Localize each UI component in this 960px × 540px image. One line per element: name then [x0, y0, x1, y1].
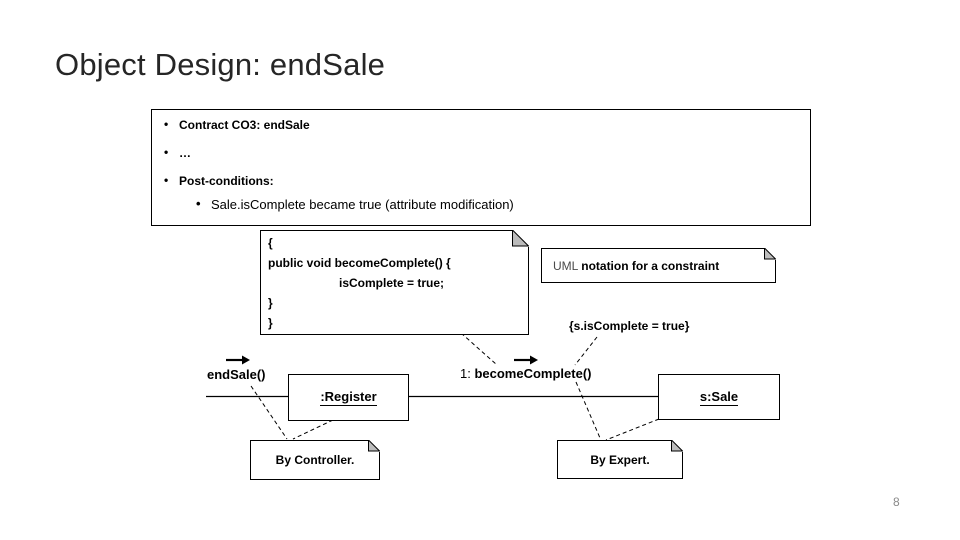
code-note: { public void becomeComplete() { isCompl… — [260, 230, 529, 335]
bullet-icon: • — [164, 117, 169, 131]
page-title: Object Design: endSale — [55, 47, 386, 82]
code-line: isComplete = true; — [339, 276, 445, 290]
message-sequence-number: 1: — [460, 366, 475, 381]
constraint-label: {s.isComplete = true} — [569, 319, 690, 333]
by-controller-note-text: By Controller. — [275, 453, 355, 467]
code-line: { — [268, 236, 273, 250]
contract-bullet: • Contract CO3: endSale — [164, 117, 310, 132]
page-number: 8 — [893, 495, 900, 509]
contract-bullet: • … — [164, 145, 191, 160]
contract-sub-bullet: • Sale.isComplete became true (attribute… — [196, 196, 514, 212]
sale-object-label: s:Sale — [699, 388, 739, 406]
by-expert-note: By Expert. — [557, 440, 683, 479]
uml-note-lead-text: UML — [553, 258, 582, 273]
contract-bullet: • Post-conditions: — [164, 173, 274, 188]
note-fold-icon — [512, 230, 529, 247]
note-fold-icon — [671, 440, 683, 452]
note-fold-icon — [764, 248, 776, 260]
code-line: } — [268, 296, 273, 310]
sale-object-box: s:Sale — [658, 374, 780, 420]
bullet-icon: • — [196, 196, 201, 211]
bullet-icon: • — [164, 145, 169, 159]
by-expert-note-text: By Expert. — [590, 452, 650, 467]
note-fold-icon — [368, 440, 380, 452]
uml-notation-note: UML notation for a constraint — [541, 248, 776, 283]
code-line: } — [268, 316, 273, 330]
message-arrow-icon — [226, 355, 250, 365]
contract-sub-bullet-text: Sale.isComplete became true (attribute m… — [211, 197, 514, 212]
contract-bullet-text: … — [179, 146, 191, 160]
contract-text-box: • Contract CO3: endSale • … • Post-condi… — [151, 109, 811, 226]
register-object-box: :Register — [288, 374, 409, 421]
contract-bullet-text: Contract CO3: endSale — [179, 118, 310, 132]
message-name: becomeComplete() — [474, 366, 592, 381]
become-complete-message-label: 1: becomeComplete() — [460, 366, 592, 381]
contract-bullet-text: Post-conditions: — [179, 174, 274, 188]
message-arrow-icon — [514, 355, 538, 365]
found-message-label: endSale() — [207, 367, 266, 382]
code-line: public void becomeComplete() { — [268, 256, 451, 270]
uml-note-text: notation for a constraint — [581, 258, 720, 273]
register-object-label: :Register — [320, 389, 377, 406]
by-controller-note: By Controller. — [250, 440, 380, 480]
bullet-icon: • — [164, 173, 169, 187]
